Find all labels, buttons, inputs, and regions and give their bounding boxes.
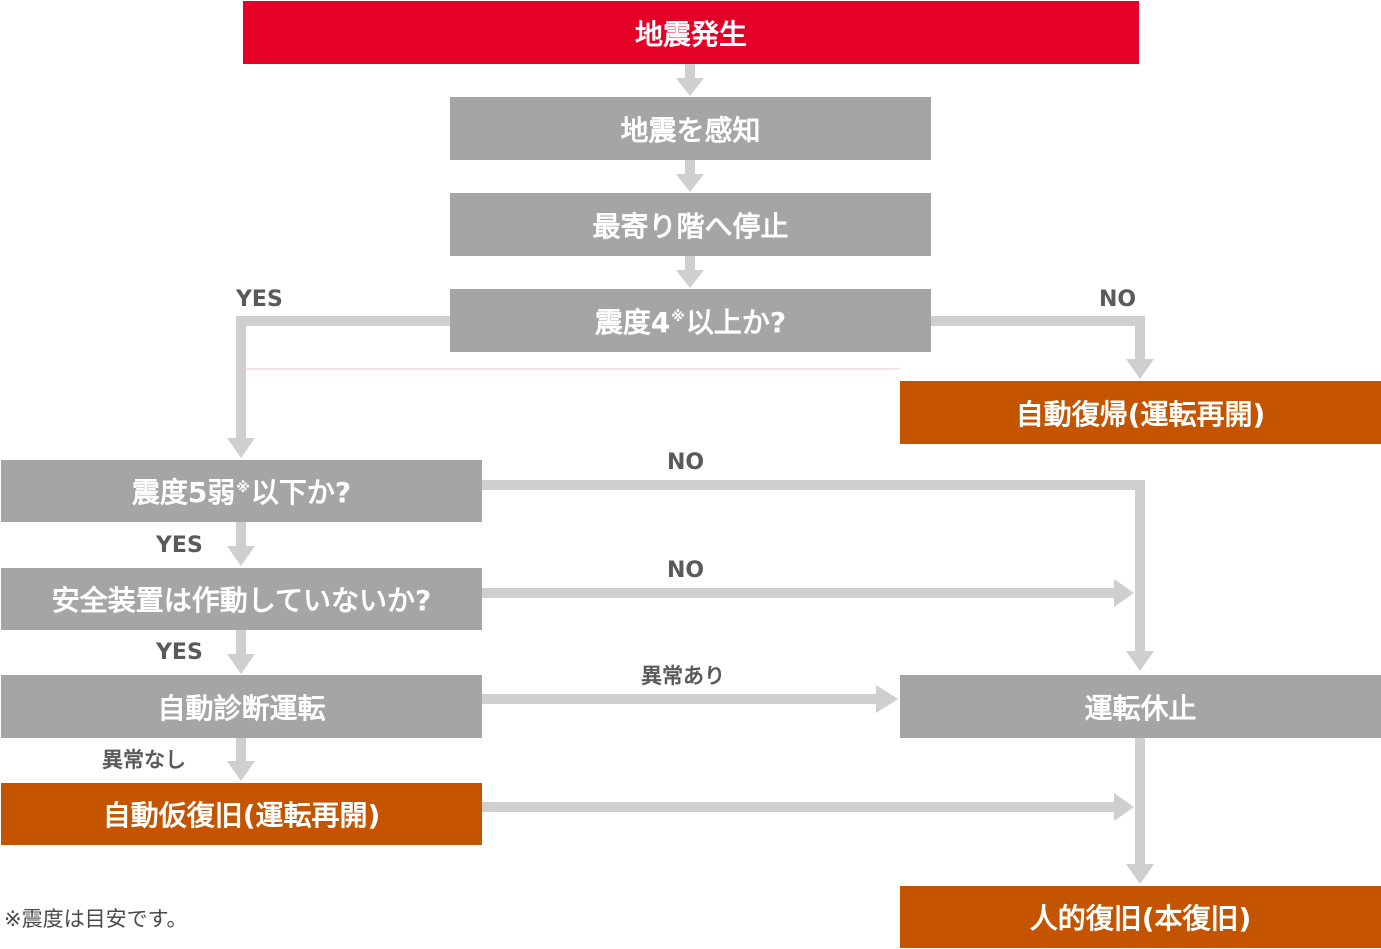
arrowhead-safety-yes — [227, 654, 255, 674]
node-question-intensity-4-label: 震度4※以上か? — [595, 301, 786, 341]
node-question-safety-device: 安全装置は作動していないか? — [1, 568, 482, 630]
node-question-intensity-5: 震度5弱※以下か? — [1, 460, 482, 522]
node-self-diagnosis: 自動診断運転 — [1, 675, 482, 738]
q4-text-pre: 震度4 — [594, 305, 671, 339]
q4-footnote-mark: ※ — [671, 309, 685, 326]
node-earthquake-occurs: 地震発生 — [243, 1, 1139, 64]
q4-text-post: 以上か? — [685, 305, 787, 339]
node-service-halt: 運転休止 — [900, 675, 1381, 738]
label-q5-yes: YES — [156, 533, 203, 558]
label-q5-no: NO — [667, 450, 705, 475]
arrowhead-stop-q4 — [676, 270, 704, 288]
arrowhead-diag-abnormal — [876, 685, 898, 713]
node-self-diagnosis-label: 自動診断運転 — [157, 691, 326, 725]
label-normal: 異常なし — [102, 748, 186, 772]
arrowhead-q4-no — [1126, 359, 1154, 379]
footnote: ※震度は目安です。 — [4, 907, 188, 931]
node-detect-earthquake: 地震を感知 — [450, 97, 931, 160]
connector-q4-no — [931, 316, 1145, 361]
label-q4-yes: YES — [236, 287, 283, 312]
node-question-intensity-4: 震度4※以上か? — [450, 289, 931, 352]
label-q4-no: NO — [1099, 287, 1137, 312]
q5-text-post: 以下か? — [250, 476, 352, 509]
arrowhead-temp-restore — [1114, 793, 1134, 821]
node-stop-nearest-floor-label: 最寄り階へ停止 — [592, 209, 789, 243]
node-stop-nearest-floor: 最寄り階へ停止 — [450, 193, 931, 256]
node-service-halt-label: 運転休止 — [1084, 691, 1197, 725]
node-auto-return-label: 自動復帰(運転再開) — [1015, 397, 1266, 431]
node-question-intensity-5-label: 震度5弱※以下か? — [132, 471, 351, 511]
connector-q4-yes — [236, 316, 450, 440]
node-manual-restore-label: 人的復旧(本復旧) — [1029, 902, 1252, 935]
node-detect-earthquake-label: 地震を感知 — [620, 113, 761, 147]
node-auto-temp-restore-label: 自動仮復旧(運転再開) — [102, 799, 381, 832]
arrowhead-safety-no — [1114, 579, 1134, 607]
node-auto-return: 自動復帰(運転再開) — [900, 381, 1381, 444]
node-question-safety-device-label: 安全装置は作動していないか? — [51, 584, 432, 617]
node-auto-temp-restore: 自動仮復旧(運転再開) — [1, 783, 482, 845]
connector-q5-no — [482, 480, 1145, 653]
label-safety-yes: YES — [156, 640, 203, 665]
arrowhead-diag-normal — [227, 761, 255, 781]
arrowhead-q5-no — [1126, 651, 1154, 671]
q5-text-pre: 震度5弱 — [131, 476, 236, 509]
arrowhead-start-detect — [676, 78, 704, 96]
arrowhead-detect-stop — [676, 174, 704, 192]
q5-footnote-mark: ※ — [236, 479, 250, 496]
label-safety-no: NO — [667, 558, 705, 583]
node-earthquake-occurs-label: 地震発生 — [634, 17, 747, 51]
arrowhead-q4-yes — [227, 438, 255, 458]
node-manual-restore: 人的復旧(本復旧) — [900, 886, 1381, 948]
label-abnormal: 異常あり — [641, 664, 725, 688]
arrowhead-halt-manual — [1126, 864, 1154, 884]
arrowhead-q5-yes — [227, 546, 255, 566]
